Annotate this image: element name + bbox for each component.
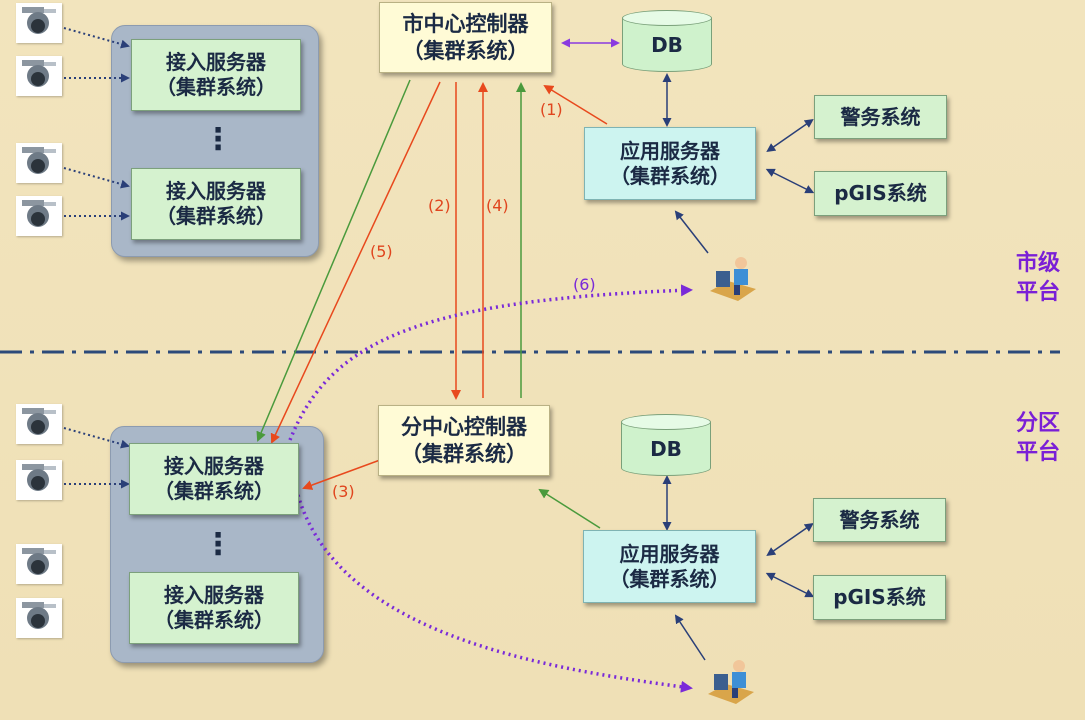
city-center-controller: 市中心控制器 （集群系统）: [379, 2, 552, 73]
database-icon: DB: [621, 422, 711, 476]
camera-icon: [16, 196, 62, 236]
step-label-3: (3): [332, 482, 355, 501]
database-icon: DB: [622, 18, 712, 72]
camera-icon: [16, 544, 62, 584]
city-app-server: 应用服务器 （集群系统）: [584, 127, 756, 200]
district-access-server-1: 接入服务器 （集群系统）: [129, 443, 299, 515]
city-platform-label: 市级 平台: [1016, 251, 1061, 305]
city-pgis-system: pGIS系统: [814, 171, 947, 216]
user-workstation-icon: [708, 255, 758, 303]
step-label-5: (5): [370, 242, 393, 261]
step-label-6: (6): [573, 275, 596, 294]
camera-icon: [16, 56, 62, 96]
district-access-server-2: 接入服务器 （集群系统）: [129, 572, 299, 644]
district-police-system: 警务系统: [813, 498, 946, 542]
district-center-controller: 分中心控制器 （集群系统）: [378, 405, 550, 476]
camera-icon: [16, 404, 62, 444]
district-platform-label: 分区 平台: [1016, 411, 1061, 465]
district-pgis-system: pGIS系统: [813, 575, 946, 620]
camera-icon: [16, 143, 62, 183]
camera-icon: [16, 460, 62, 500]
district-database: DB: [621, 414, 711, 476]
step-label-4: (4): [486, 196, 509, 215]
city-access-server-1: 接入服务器 （集群系统）: [131, 39, 301, 111]
camera-icon: [16, 598, 62, 638]
user-workstation-icon: [706, 658, 756, 706]
step-label-1: (1): [540, 100, 563, 119]
city-access-ellipsis: ⋮: [203, 122, 233, 157]
city-database: DB: [622, 10, 712, 72]
district-access-ellipsis: ⋮: [203, 527, 233, 562]
city-police-system: 警务系统: [814, 95, 947, 139]
camera-icon: [16, 3, 62, 43]
city-access-server-2: 接入服务器 （集群系统）: [131, 168, 301, 240]
step-label-2: (2): [428, 196, 451, 215]
district-app-server: 应用服务器 （集群系统）: [583, 530, 756, 603]
